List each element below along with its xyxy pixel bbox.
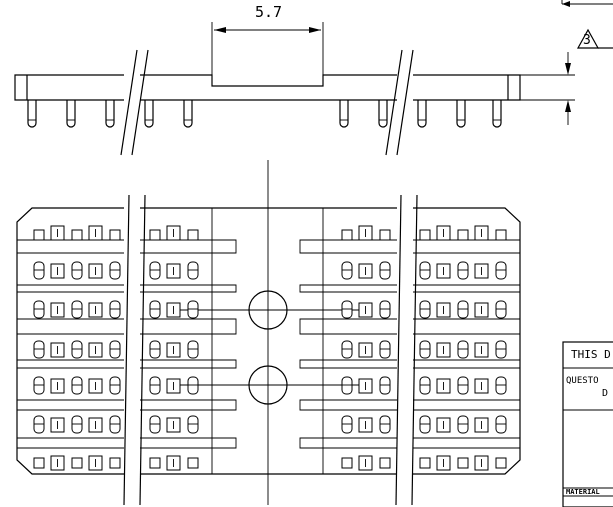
plan-view	[16, 160, 521, 506]
side-height-dimension	[565, 52, 571, 125]
title-block-material: MATERIAL	[566, 488, 600, 496]
contact-row-4	[33, 340, 507, 359]
title-block-line1: THIS D	[571, 348, 611, 361]
title-block-line2: QUESTO	[566, 376, 599, 386]
title-block-line3: D	[602, 388, 608, 399]
side-pins	[27, 100, 502, 128]
contact-row-5	[33, 376, 507, 395]
dimension-label-5-7: 5.7	[255, 3, 282, 21]
title-block: THIS D QUESTO D MATERIAL	[562, 341, 613, 507]
contact-row-3	[33, 300, 507, 319]
plan-break-lines	[123, 194, 418, 506]
contact-row-2	[33, 261, 507, 280]
contact-row-7	[33, 455, 507, 471]
side-body	[14, 74, 575, 101]
side-view: 5.7	[14, 0, 613, 156]
mounting-holes	[170, 290, 366, 405]
revision-triangle-icon: 3	[576, 28, 613, 49]
contact-row-6	[33, 415, 507, 434]
side-break-lines	[120, 49, 414, 156]
dimension-5-7: 5.7	[211, 3, 324, 75]
revision-number: 3	[583, 33, 591, 48]
contact-rows-middle	[33, 261, 507, 434]
plan-outline	[16, 207, 521, 475]
leader-arrow-icon	[561, 0, 613, 7]
contact-row-1	[33, 225, 507, 241]
